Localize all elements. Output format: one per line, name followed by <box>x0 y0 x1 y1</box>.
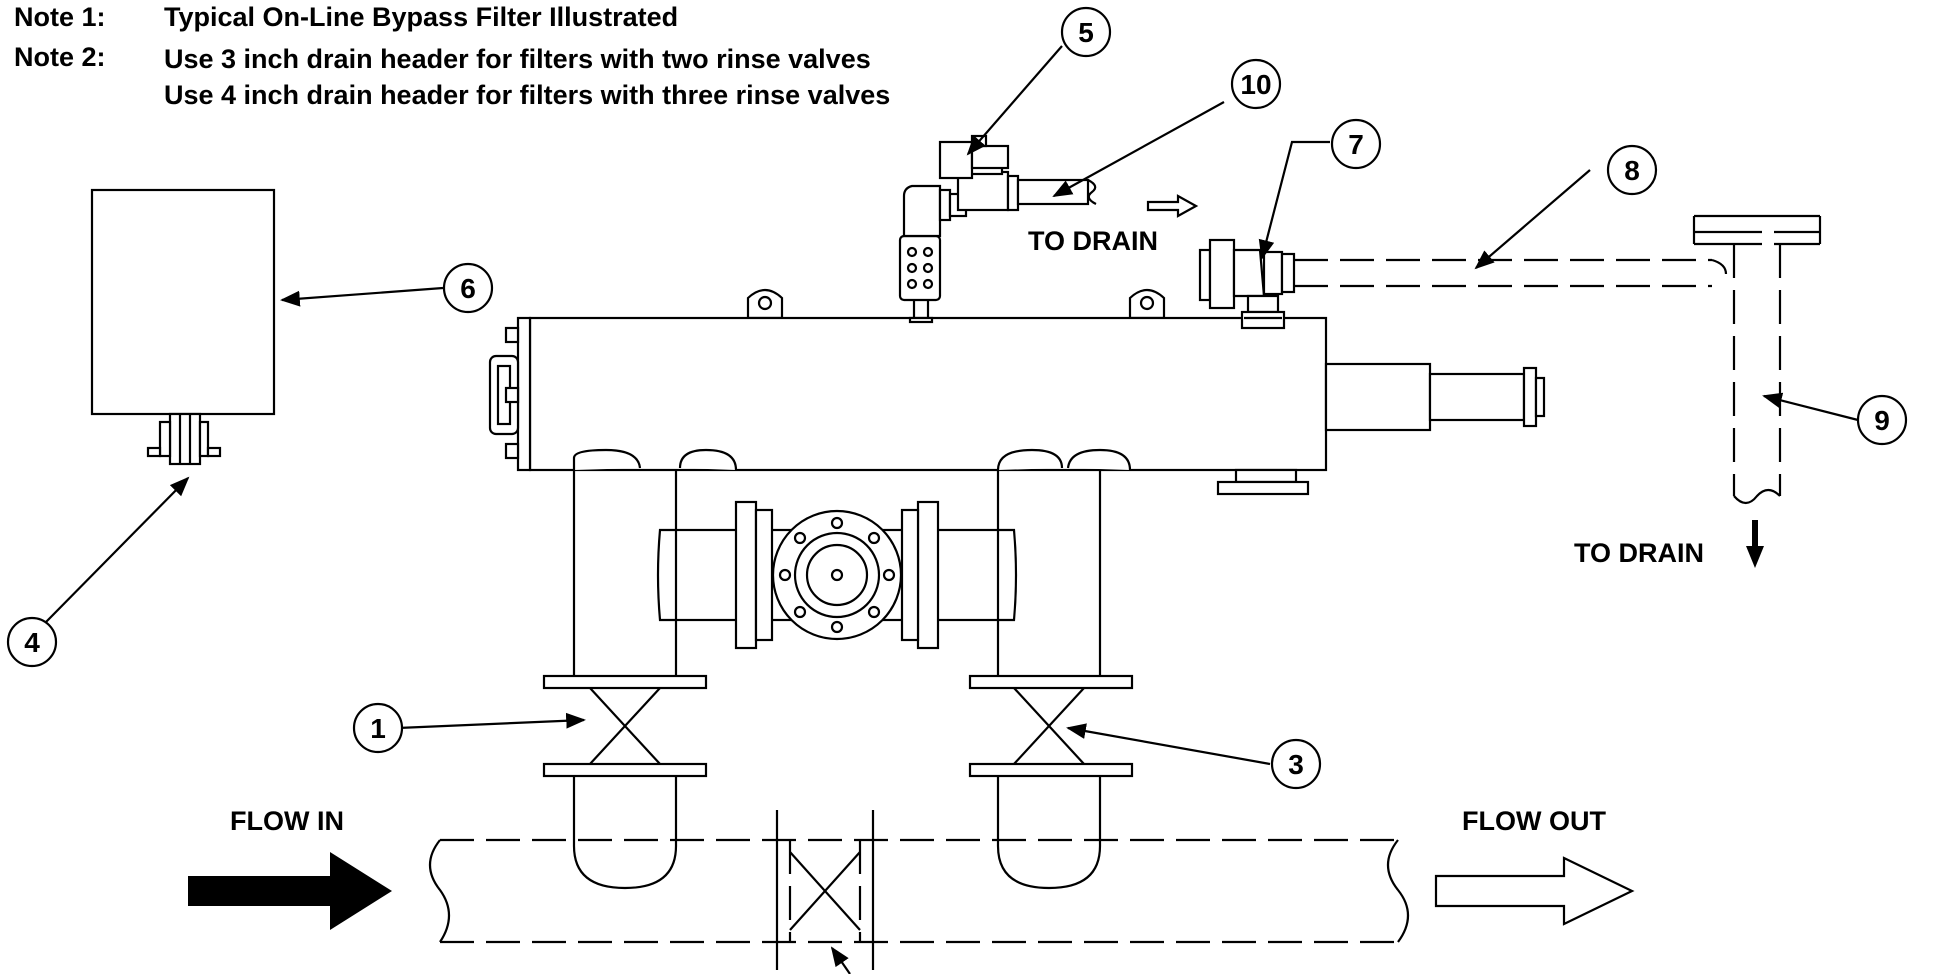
callout-6: 6 <box>442 262 494 314</box>
main-line <box>428 810 1410 970</box>
leader-lines <box>45 45 1859 974</box>
flow-out-arrow <box>1434 856 1635 926</box>
note-2-text-cont: Use 4 inch drain header for filters with… <box>164 80 890 110</box>
notes: Note 1: Typical On-Line Bypass Filter Il… <box>14 2 890 110</box>
to-drain-top-label: TO DRAIN <box>1028 226 1158 256</box>
flow-in-arrow <box>188 852 392 930</box>
callout-1: 1 <box>352 702 404 754</box>
inlet-riser <box>542 448 738 690</box>
callout-4-number: 4 <box>24 627 40 658</box>
to-drain-right-label: TO DRAIN <box>1574 538 1704 568</box>
outlet-riser <box>968 448 1134 690</box>
callout-6-number: 6 <box>460 273 476 304</box>
callout-5: 5 <box>1060 6 1112 58</box>
outlet-valve <box>968 687 1134 778</box>
callout-9-number: 9 <box>1874 405 1890 436</box>
cross-piece <box>656 500 1018 650</box>
note-1-text: Typical On-Line Bypass Filter Illustrate… <box>164 2 678 32</box>
callout-4: 4 <box>6 616 58 668</box>
inlet-valve <box>542 687 708 778</box>
callout-10-number: 10 <box>1240 69 1271 100</box>
lower-spools <box>572 776 1102 890</box>
drain-valve <box>1198 238 1296 330</box>
note-1-label: Note 1: <box>14 2 106 32</box>
note-2-label: Note 2: <box>14 42 106 72</box>
callout-3: 3 <box>1270 738 1322 790</box>
callout-3-number: 3 <box>1288 749 1304 780</box>
controller-box <box>90 188 276 466</box>
callout-1-number: 1 <box>370 713 386 744</box>
callout-7-number: 7 <box>1348 129 1364 160</box>
flow-in-label: FLOW IN <box>230 806 344 836</box>
drain-down-arrow <box>1746 520 1764 568</box>
callout-8-number: 8 <box>1624 155 1640 186</box>
callout-9: 9 <box>1856 394 1908 446</box>
callout-5-number: 5 <box>1078 17 1094 48</box>
drain-header <box>1294 214 1822 505</box>
callout-7: 7 <box>1330 118 1382 170</box>
note-2-text: Use 3 inch drain header for filters with… <box>164 44 871 74</box>
drain-direction-arrow <box>1146 194 1199 218</box>
callout-10: 10 <box>1230 58 1282 110</box>
callout-8: 8 <box>1606 144 1658 196</box>
flow-out-label: FLOW OUT <box>1462 806 1606 836</box>
